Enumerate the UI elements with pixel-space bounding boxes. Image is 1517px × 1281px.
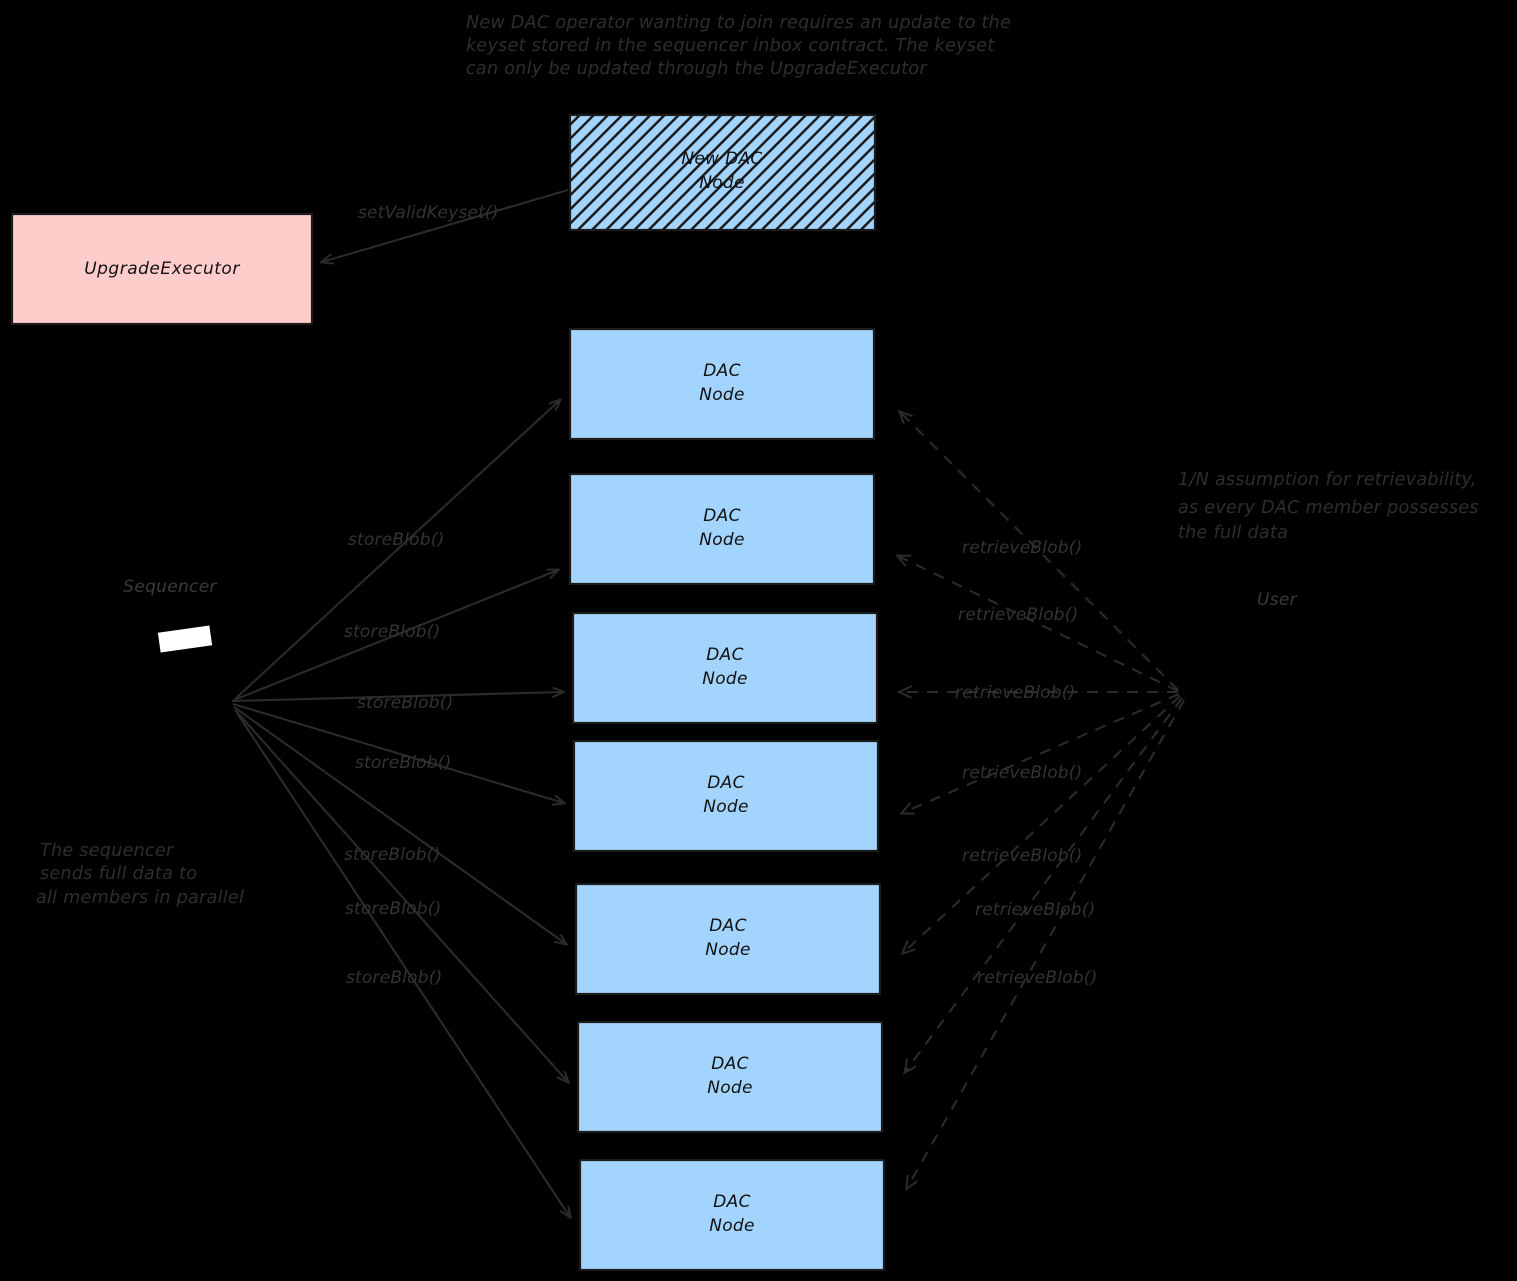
store-blob-label-6: storeBlob() bbox=[345, 899, 441, 919]
set-valid-keyset-arrow bbox=[322, 188, 569, 262]
set-valid-keyset-label: setValidKeyset() bbox=[358, 203, 499, 223]
dac-node-label-line2: Node bbox=[703, 797, 749, 817]
dac-node-4[interactable]: DAC Node bbox=[572, 739, 880, 853]
note-right-line-2: as every DAC member possesses bbox=[1178, 498, 1479, 518]
dac-node-label-line2: Node bbox=[709, 1216, 755, 1236]
edge-set-valid-keyset: setValidKeyset() bbox=[322, 188, 569, 262]
sequencer-label: Sequencer bbox=[123, 577, 217, 597]
dac-node-rect[interactable] bbox=[568, 327, 876, 441]
retrieve-blob-label-1: retrieveBlob() bbox=[962, 538, 1082, 558]
dac-node-3[interactable]: DAC Node bbox=[571, 611, 879, 725]
store-blob-arrow-1 bbox=[235, 400, 560, 699]
user-label: User bbox=[1257, 590, 1298, 610]
store-blob-label-1: storeBlob() bbox=[348, 530, 444, 550]
note-right: 1/N assumption for retrievability, as ev… bbox=[1178, 470, 1479, 543]
dac-node-rect[interactable] bbox=[571, 611, 879, 725]
dac-node-rect[interactable] bbox=[576, 1020, 884, 1134]
dac-node-label-line2: Node bbox=[699, 530, 745, 550]
store-blob-arrow-5 bbox=[233, 706, 566, 944]
retrieve-blob-edges: retrieveBlob() retrieveBlob() retrieveBl… bbox=[898, 412, 1185, 1188]
retrieve-blob-arrow-4 bbox=[902, 693, 1180, 813]
dac-node-6[interactable]: DAC Node bbox=[576, 1020, 884, 1134]
note-left-line-1: The sequencer bbox=[40, 841, 175, 861]
store-blob-arrow-3 bbox=[231, 692, 563, 703]
new-dac-node-label-line2: Node bbox=[699, 173, 745, 193]
retrieve-blob-label-5: retrieveBlob() bbox=[962, 846, 1082, 866]
dac-node-label-line1: DAC bbox=[711, 1054, 749, 1074]
note-top-line-2: keyset stored in the sequencer inbox con… bbox=[466, 36, 995, 56]
retrieve-blob-arrow-5 bbox=[903, 695, 1181, 953]
dac-node-label-line1: DAC bbox=[713, 1192, 751, 1212]
store-blob-arrow-7 bbox=[236, 712, 570, 1217]
upgrade-executor-rect[interactable] bbox=[10, 212, 314, 326]
dac-node-rect[interactable] bbox=[578, 1158, 886, 1272]
store-blob-arrow-4 bbox=[232, 702, 564, 803]
dac-node-label-line2: Node bbox=[707, 1078, 753, 1098]
note-top: New DAC operator wanting to join require… bbox=[466, 13, 1011, 79]
store-blob-label-3: storeBlob() bbox=[357, 693, 453, 713]
new-dac-node-rect[interactable] bbox=[568, 113, 877, 232]
retrieve-blob-label-3: retrieveBlob() bbox=[955, 683, 1075, 703]
note-right-line-3: the full data bbox=[1178, 523, 1288, 543]
dac-node-label-line1: DAC bbox=[703, 506, 741, 526]
store-blob-arrow-6 bbox=[234, 709, 568, 1082]
dac-node-label-line2: Node bbox=[705, 940, 751, 960]
sequencer-actor[interactable]: Sequencer bbox=[123, 577, 217, 653]
retrieve-blob-arrow-7 bbox=[907, 699, 1185, 1188]
store-blob-label-5: storeBlob() bbox=[344, 845, 440, 865]
upgrade-executor-label: UpgradeExecutor bbox=[84, 259, 240, 279]
note-left-line-2: sends full data to bbox=[40, 864, 197, 884]
dac-node-label-line1: DAC bbox=[706, 645, 744, 665]
dac-node-label-line2: Node bbox=[702, 669, 748, 689]
store-blob-label-2: storeBlob() bbox=[344, 622, 440, 642]
dac-node-2[interactable]: DAC Node bbox=[568, 472, 876, 586]
note-top-line-1: New DAC operator wanting to join require… bbox=[466, 13, 1011, 33]
store-blob-arrow-2 bbox=[233, 570, 558, 701]
note-right-line-1: 1/N assumption for retrievability, bbox=[1178, 470, 1477, 490]
dac-node-1[interactable]: DAC Node bbox=[568, 327, 876, 441]
retrieve-blob-label-2: retrieveBlob() bbox=[958, 605, 1078, 625]
dac-node-rect[interactable] bbox=[572, 739, 880, 853]
note-left: The sequencer sends full data to all mem… bbox=[36, 841, 244, 908]
dac-node-5[interactable]: DAC Node bbox=[574, 882, 882, 996]
dac-node-label-line1: DAC bbox=[707, 773, 745, 793]
dac-node-rect[interactable] bbox=[574, 882, 882, 996]
new-dac-node-label-line1: New DAC bbox=[681, 149, 762, 169]
note-left-line-3: all members in parallel bbox=[36, 888, 244, 908]
new-dac-node-box[interactable]: New DAC Node bbox=[568, 113, 877, 232]
upgrade-executor-box[interactable]: UpgradeExecutor bbox=[10, 212, 314, 326]
retrieve-blob-label-6: retrieveBlob() bbox=[975, 900, 1095, 920]
store-blob-label-4: storeBlob() bbox=[355, 753, 451, 773]
dac-node-rect[interactable] bbox=[568, 472, 876, 586]
retrieve-blob-label-4: retrieveBlob() bbox=[962, 763, 1082, 783]
store-blob-label-7: storeBlob() bbox=[346, 968, 442, 988]
dac-node-label-line2: Node bbox=[699, 385, 745, 405]
dac-node-label-line1: DAC bbox=[709, 916, 747, 936]
sequencer-icon bbox=[157, 625, 213, 653]
retrieve-blob-arrow-6 bbox=[905, 697, 1183, 1072]
dac-node-7[interactable]: DAC Node bbox=[578, 1158, 886, 1272]
retrieve-blob-label-7: retrieveBlob() bbox=[977, 968, 1097, 988]
user-actor[interactable]: User bbox=[1257, 590, 1298, 610]
retrieve-blob-arrow-1 bbox=[900, 412, 1179, 691]
note-top-line-3: can only be updated through the UpgradeE… bbox=[466, 59, 928, 79]
store-blob-edges: storeBlob() storeBlob() storeBlob() stor… bbox=[231, 400, 570, 1217]
dac-node-label-line1: DAC bbox=[703, 361, 741, 381]
